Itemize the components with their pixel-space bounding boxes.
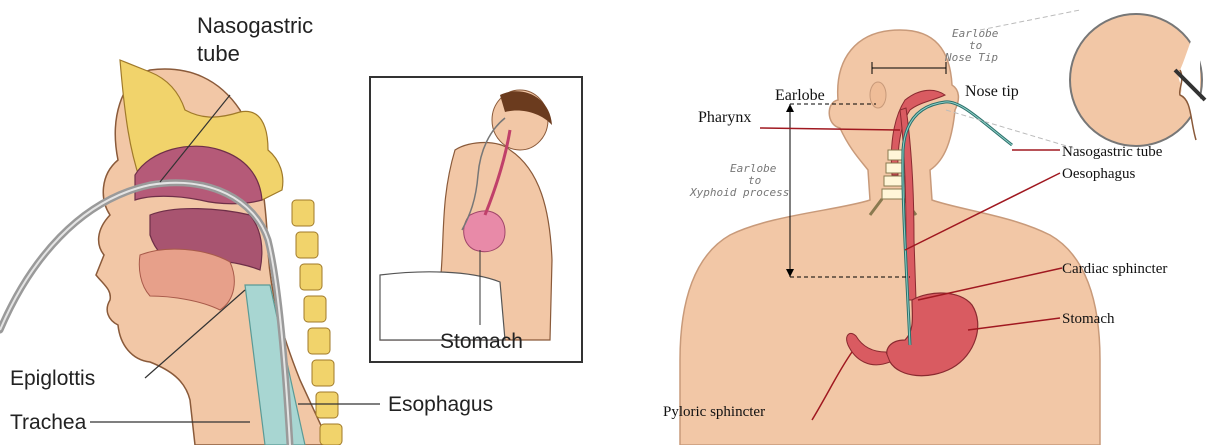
- label-trachea: Trachea: [10, 411, 87, 434]
- label-epiglottis: Epiglottis: [10, 367, 95, 390]
- torso-silhouette: [680, 30, 1100, 445]
- label-nasogastric-line2: tube: [197, 41, 240, 66]
- torso-ng-tube-illustration: Earlobe Nose tip Pharynx Nasogastric tub…: [600, 0, 1211, 445]
- sagittal-head-neck-illustration: Nasogastric tube Stomach Epiglottis Trac…: [0, 0, 600, 445]
- label-nose-tip: Nose tip: [965, 83, 1019, 100]
- label-cardiac-sphincter: Cardiac sphincter: [1062, 261, 1167, 277]
- label-pyloric-sphincter: Pyloric sphincter: [663, 404, 765, 420]
- ear: [870, 82, 886, 108]
- label-nasogastric-line1: Nasogastric: [197, 13, 313, 38]
- label-earlobe: Earlobe: [775, 87, 825, 104]
- label-nasogastric-tube: Nasogastric tube: [1062, 144, 1163, 160]
- measure-earlobe-nose-3: Nose Tip: [944, 51, 998, 64]
- label-esophagus: Esophagus: [388, 393, 493, 416]
- label-pharynx: Pharynx: [698, 109, 751, 126]
- left-diagram: Nasogastric tube Stomach Epiglottis Trac…: [0, 0, 600, 445]
- right-diagram: Earlobe Nose tip Pharynx Nasogastric tub…: [600, 0, 1211, 445]
- label-stomach: Stomach: [1062, 311, 1115, 327]
- label-oesophagus: Oesophagus: [1062, 166, 1135, 182]
- measure-earlobe-xyphoid-3: Xyphoid process: [689, 186, 789, 199]
- zoom-guide-bottom: [946, 110, 1080, 150]
- label-stomach-inset: Stomach: [440, 330, 523, 353]
- inset-patient-panel: [370, 77, 582, 362]
- patient-stomach: [464, 211, 505, 252]
